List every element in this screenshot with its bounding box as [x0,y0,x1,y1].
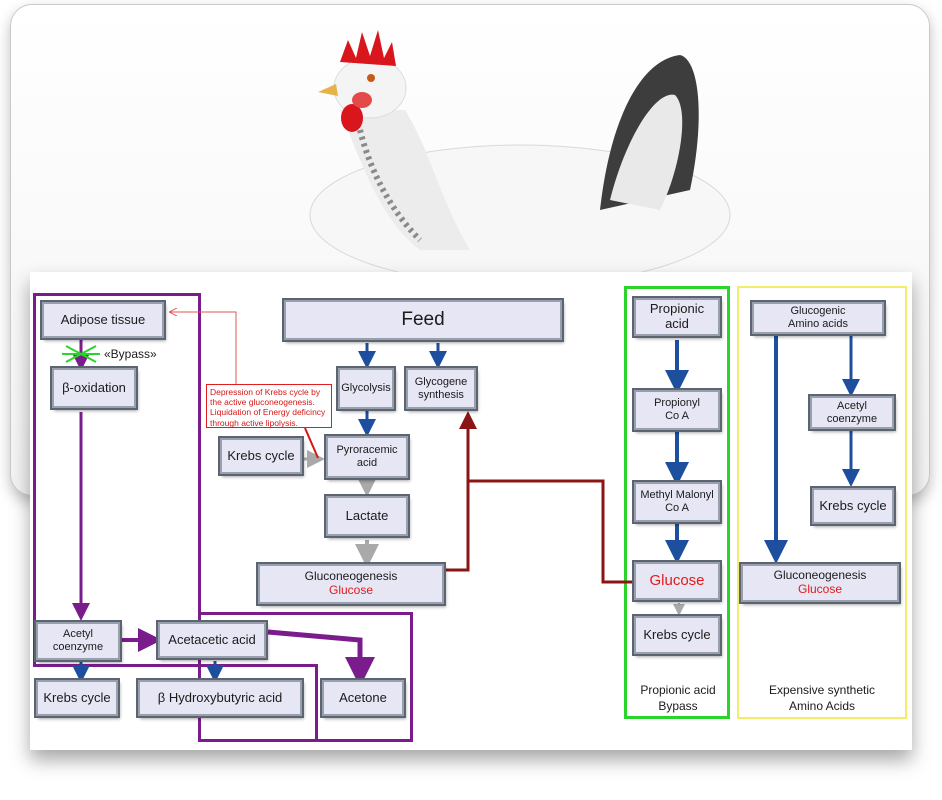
amino-acids-label: Amino acids [788,318,848,330]
pyroracemic-label: Pyroracemic [336,444,398,457]
feed-label: Feed [401,309,445,331]
note-line-1: Depression of Krebs cycle by [210,387,321,397]
methyl-malonyl-label: Methyl Malonyl [640,489,714,502]
propionic-acid-label: acid [665,316,689,331]
lactate-label: Lactate [345,507,389,523]
adipose-tissue-label: Adipose tissue [60,311,146,327]
gluconeogenesis-box-amino: Gluconeogenesis Glucose [739,562,901,604]
amino-caption: Expensive synthetic Amino Acids [742,683,902,714]
arrow-propionic-glucose-link [468,479,632,584]
propionic-acid-box: Propionic acid [632,296,722,338]
beta-oxidation-box: β-oxidation [50,366,138,410]
coenzyme-amino-label: coenzyme [826,412,878,425]
diagram-panel [30,272,912,750]
glucogenic-amino-acids-box: Glucogenic Amino acids [750,300,886,336]
gluconeogenesis-box-center: Gluconeogenesis Glucose [256,562,446,606]
beta-oxidation-label: β-oxidation [62,379,126,395]
krebs-cycle-box-amino: Krebs cycle [810,486,896,526]
adipose-tissue-box: Adipose tissue [40,300,166,340]
glucose-label: Glucose [328,583,374,597]
hydroxybutyric-acid-box: β Hydroxybutyric acid [136,678,304,718]
acetacetic-label: Acetacetic acid [168,631,256,647]
lipolysis-frame [33,293,201,667]
bypass-cross-icon [62,345,100,363]
hen-illustration [309,30,731,280]
krebs-cycle-propionic-label: Krebs cycle [643,626,711,642]
methyl-malonyl-coa-box: Methyl Malonyl Co A [632,480,722,524]
arrow-gluco-glycogene [446,411,477,572]
gluconeogenesis-label: Gluconeogenesis [304,569,398,584]
note-pointer-krebs [304,427,319,459]
propionic-caption: Propionic acid Bypass [628,683,728,714]
krebs-cycle-label: Krebs cycle [227,447,295,463]
bypass-label: «Bypass» [104,347,157,361]
lactate-box: Lactate [324,494,410,538]
ketone-frame-left [33,664,318,667]
arrow-acetacetic-acetone [267,629,375,687]
krebs-cycle-left-label: Krebs cycle [43,689,111,705]
feed-box: Feed [282,298,564,342]
krebs-cycle-amino-label: Krebs cycle [819,497,887,513]
note-line-2: the active gluconeogenesis. [210,397,315,408]
glucose-amino-label: Glucose [797,582,843,596]
gluconeogenesis-note: Depression of Krebs cycle by the active … [206,384,332,428]
amino-frame [737,286,907,719]
propionyl-coa-label: Co A [665,410,689,422]
pyroracemic-acid-box: Pyroracemic acid [324,434,410,480]
propionic-caption-line-1: Propionic acid [640,683,716,697]
krebs-cycle-box-left: Krebs cycle [34,678,120,718]
acetyl-coenzyme-box-amino: Acetyl coenzyme [808,394,896,431]
krebs-cycle-box-center: Krebs cycle [218,436,304,476]
ketone-frame [198,612,413,742]
note-pointer-adipose [170,312,237,384]
methyl-malonyl-coa-label: Co A [665,502,689,514]
amino-caption-line-1: Expensive synthetic [768,683,876,697]
propionic-label: Propionic [649,301,705,317]
gluconeogenesis-amino-label: Gluconeogenesis [773,568,867,583]
propionic-caption-line-2: Bypass [658,698,698,713]
krebs-cycle-box-propionic: Krebs cycle [632,614,722,656]
acetyl-amino-label: Acetyl [837,399,867,412]
glycogene-label: Glycogene [414,375,468,388]
acetacetic-acid-box: Acetacetic acid [156,620,268,660]
acetone-box: Acetone [320,678,406,718]
note-line-3: Liquidation of Energy deficincy [210,407,326,418]
glycogene-synthesis-box: Glycogene synthesis [404,366,478,411]
synthesis-label: synthesis [418,388,464,401]
amino-caption-line-2: Amino Acids [788,698,856,713]
note-line-4: through active lipolysis. [210,417,298,428]
hydroxybutyric-label: β Hydroxybutyric acid [157,689,283,705]
glucogenic-label: Glucogenic [790,305,846,318]
glucose-propionic-label: Glucose [649,572,705,590]
glycolysis-box: Glycolysis [336,366,396,411]
propionyl-coa-box: Propionyl Co A [632,388,722,432]
propionic-frame [624,286,730,719]
acid-label: acid [356,457,378,469]
acetone-label: Acetone [339,689,387,705]
acetyl-coenzyme-box: Acetyl coenzyme [34,620,122,662]
acetyl-label: Acetyl [63,628,93,641]
coenzyme-label: coenzyme [52,641,104,653]
ketone-frame-join [315,664,318,742]
glucose-box-propionic: Glucose [632,560,722,602]
glycolysis-label: Glycolysis [341,382,391,395]
propionyl-label: Propionyl [654,397,700,410]
